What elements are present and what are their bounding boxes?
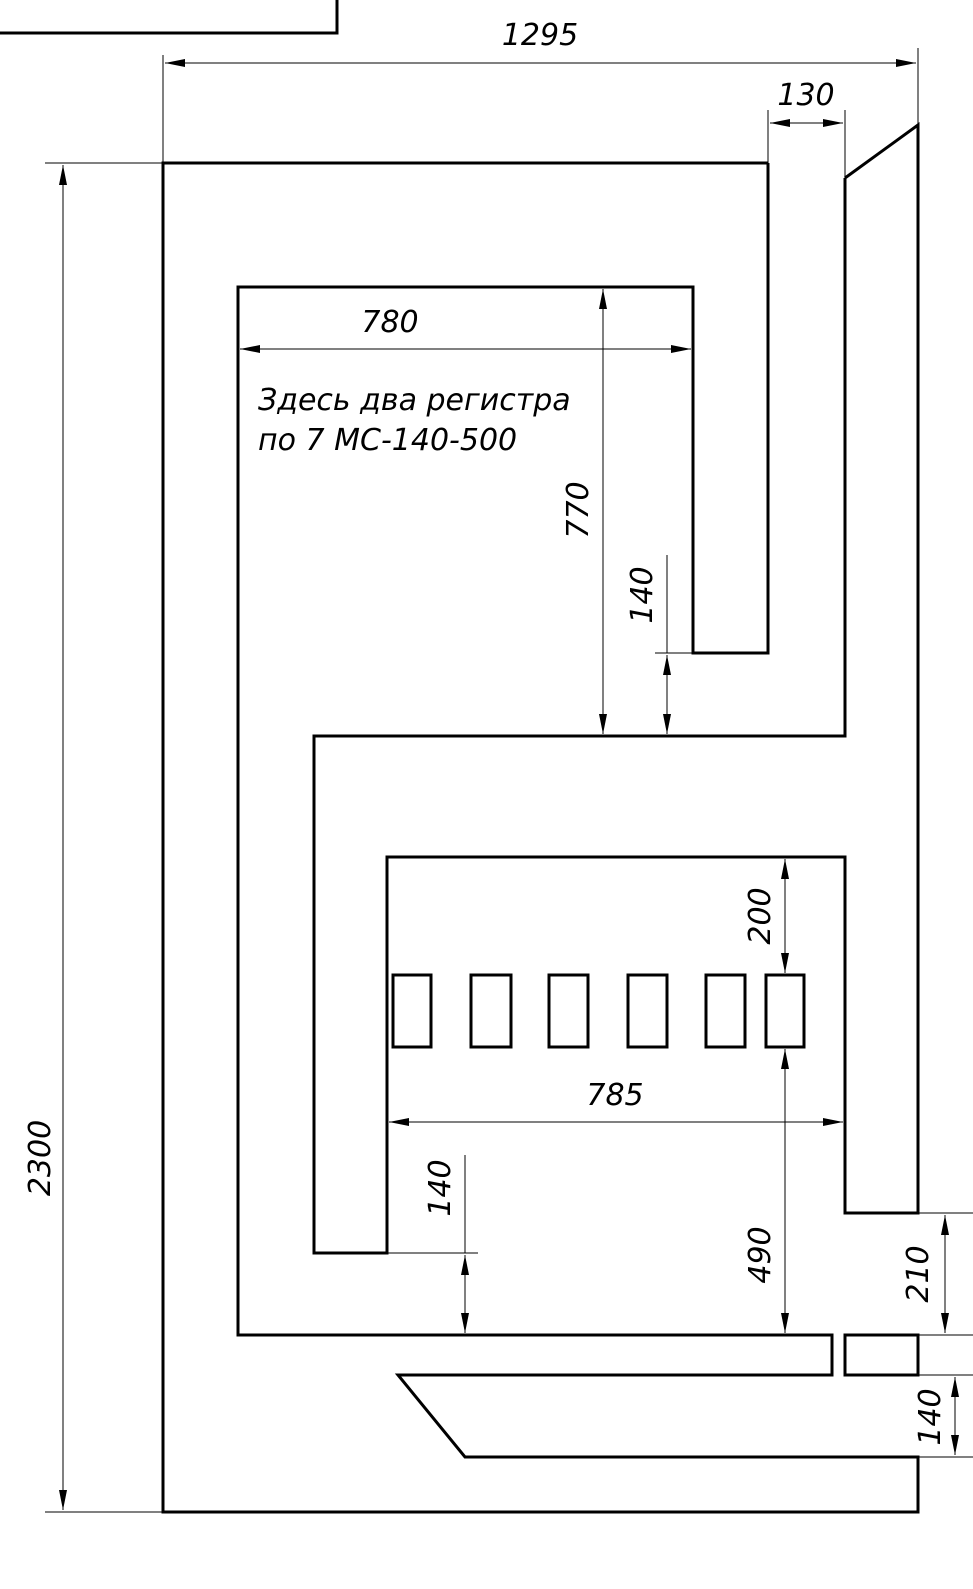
bottom-right-block — [843, 1333, 920, 1377]
svg-text:1295: 1295 — [502, 18, 578, 53]
dim-bottom-slot: 140 — [913, 1374, 973, 1458]
svg-text:130: 130 — [777, 78, 834, 113]
note-line-2: по 7 МС-140-500 — [258, 423, 517, 458]
svg-text:2300: 2300 — [23, 1120, 58, 1196]
frame-fragment — [0, 0, 339, 35]
dim-lower-height: 490 — [743, 1049, 789, 1333]
register-2 — [469, 973, 513, 1049]
svg-text:140: 140 — [913, 1388, 948, 1445]
register-1 — [391, 973, 433, 1049]
inner-channel — [312, 122, 920, 1255]
note-line-1: Здесь два регистра — [258, 383, 571, 418]
register-6 — [764, 973, 806, 1049]
svg-text:140: 140 — [423, 1159, 458, 1216]
dim-upper-height: 770 — [561, 289, 607, 734]
outer-wall — [161, 161, 920, 1514]
svg-text:780: 780 — [361, 305, 418, 340]
dim-total-height: 2300 — [23, 162, 163, 1513]
svg-text:140: 140 — [625, 566, 660, 623]
dim-right-step: 210 — [901, 1212, 973, 1336]
svg-text:785: 785 — [586, 1078, 643, 1113]
register-4 — [626, 973, 669, 1049]
dim-total-width: 1295 — [162, 18, 919, 163]
dim-upper-gap: 140 — [625, 555, 693, 734]
registers — [391, 973, 806, 1049]
dim-upper-width: 780 — [240, 305, 691, 353]
register-3 — [547, 973, 590, 1049]
svg-text:200: 200 — [743, 887, 778, 944]
dim-lower-width: 785 — [389, 1078, 843, 1126]
svg-text:490: 490 — [743, 1226, 778, 1283]
register-5 — [704, 973, 747, 1049]
dim-lower-gap: 140 — [387, 1155, 478, 1333]
dim-register-offset: 200 — [743, 859, 789, 973]
svg-text:210: 210 — [901, 1245, 936, 1302]
svg-text:770: 770 — [561, 481, 596, 538]
dim-top-gap: 130 — [767, 78, 846, 178]
